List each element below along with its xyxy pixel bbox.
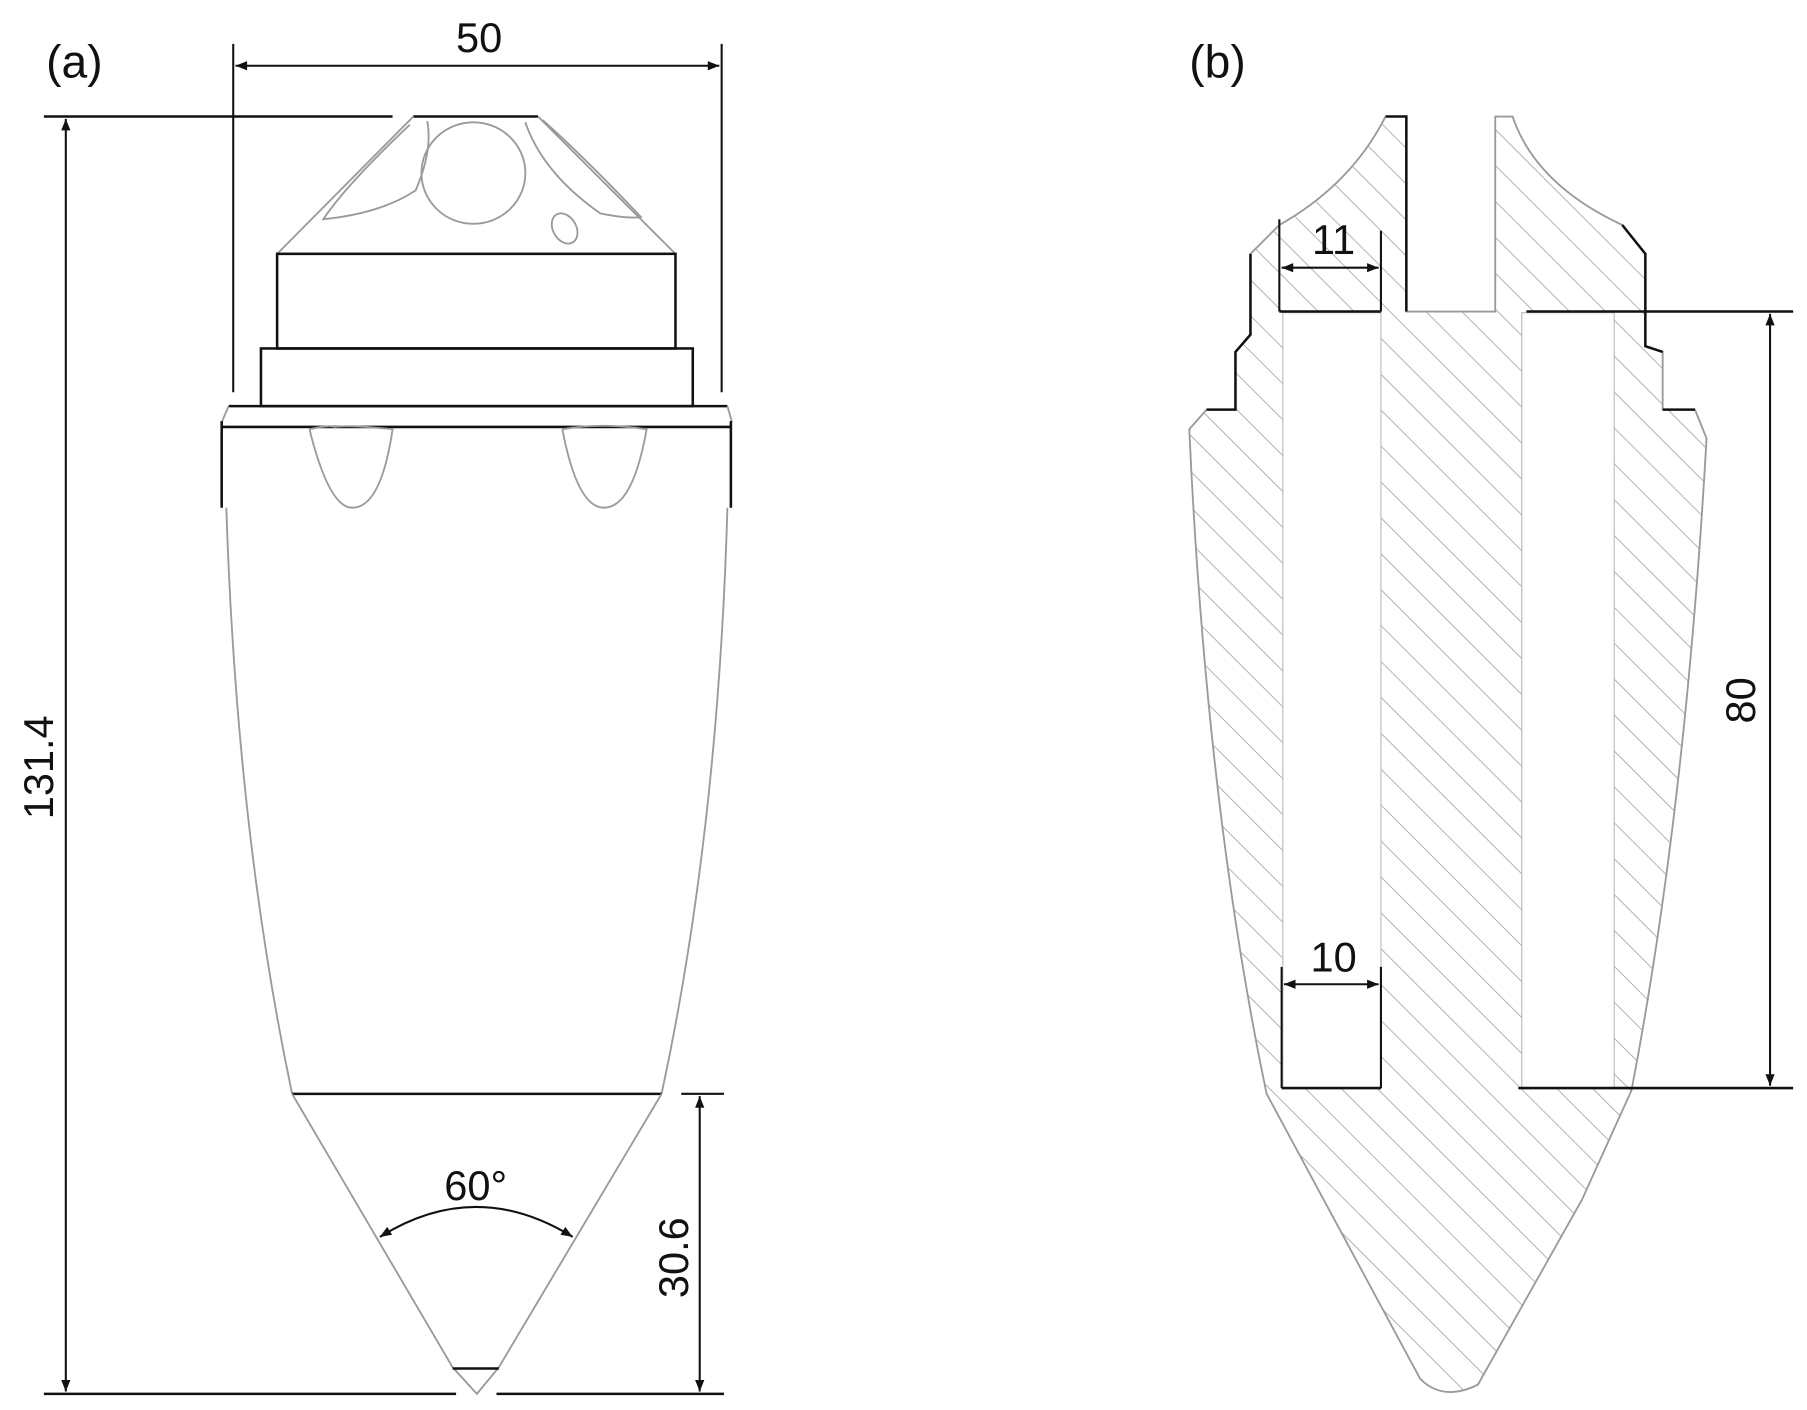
- panel-a-label: (a): [46, 35, 102, 87]
- left-bore: [1282, 312, 1382, 1089]
- slot-edge: [1385, 115, 1408, 312]
- panel-a: (a) 50 60°: [15, 14, 733, 1396]
- bore-dimension-text: 10: [1310, 934, 1356, 981]
- lower-collar: [259, 347, 695, 408]
- top-cone-outline: [276, 115, 677, 255]
- top-bore-dimension-text: 11: [1312, 216, 1355, 263]
- panel-b-label: (b): [1189, 35, 1245, 87]
- body-tooth: [308, 425, 394, 509]
- body-right-outline: [660, 507, 729, 1095]
- angle-dimension-text: 60°: [444, 1162, 507, 1209]
- section-body: [1188, 115, 1708, 1393]
- cone-facet: [524, 119, 643, 219]
- total-height-dimension-text: 131.4: [15, 715, 62, 819]
- cone-small-hole: [550, 212, 579, 245]
- tip-cone-outline: [291, 1093, 663, 1396]
- left-step: [1206, 253, 1252, 411]
- cone-hole: [420, 121, 527, 225]
- flange-chamfer: [726, 405, 733, 423]
- panel-b: (b) 11 10 80: [1188, 35, 1794, 1393]
- width-dimension-text: 50: [456, 14, 502, 61]
- right-step: [1621, 224, 1696, 411]
- flange-chamfer: [220, 405, 230, 423]
- upper-collar: [275, 252, 677, 350]
- tip-height-dimension-text: 30.6: [650, 1217, 697, 1298]
- body-left-outline: [225, 507, 294, 1095]
- cone-facet: [321, 120, 430, 221]
- bore-depth-dimension-text: 80: [1717, 677, 1764, 723]
- angle-dimension-arc: [379, 1206, 574, 1238]
- body-tooth: [561, 424, 648, 509]
- right-bore: [1521, 312, 1615, 1089]
